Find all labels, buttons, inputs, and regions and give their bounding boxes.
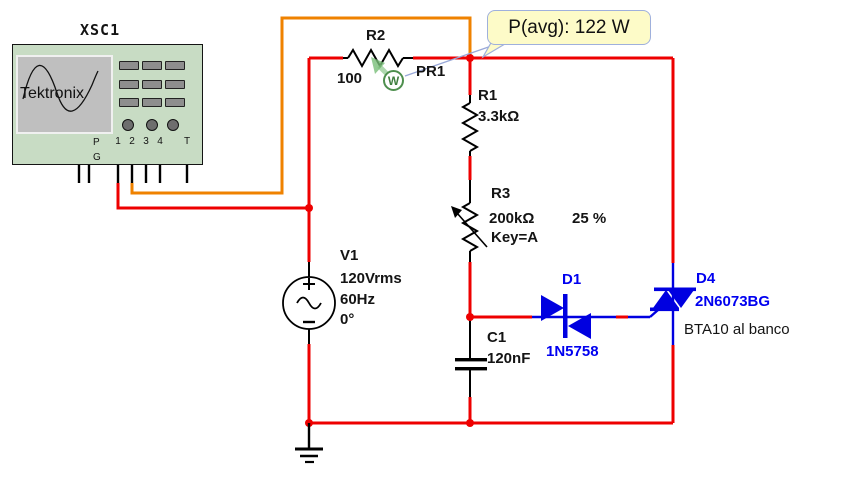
- scope-terminal-label-1: 1: [115, 136, 121, 147]
- scope-knob[interactable]: [167, 119, 179, 131]
- d1-value-label: 1N5758: [546, 343, 599, 360]
- triac-d4[interactable]: [650, 263, 696, 345]
- v1-value-label: 120Vrms: [340, 270, 402, 287]
- ground-symbol[interactable]: [295, 423, 323, 464]
- d1-ref-label: D1: [562, 271, 582, 288]
- r2-value-label: 100: [337, 70, 363, 87]
- d4-note-label: BTA10 al banco: [684, 321, 790, 338]
- scope-button[interactable]: [142, 61, 162, 70]
- r1-ref-label: R1: [478, 87, 498, 104]
- scope-button[interactable]: [119, 61, 139, 70]
- power-probe-unit: W: [387, 73, 400, 88]
- d4-value-label: 2N6073BG: [695, 293, 771, 310]
- r3-key-label: Key=A: [491, 229, 539, 246]
- pr1-ref-label: PR1: [416, 63, 446, 80]
- sine-wave-icon: [22, 64, 99, 112]
- diac-d1[interactable]: [470, 294, 659, 339]
- ac-source-v1[interactable]: [282, 262, 336, 344]
- wire-right-branch[interactable]: [309, 58, 675, 425]
- r1-value-label: 3.3kΩ: [478, 108, 520, 125]
- scope-plug-label-g: G: [93, 152, 101, 163]
- r3-percent-label: 25 %: [572, 210, 607, 227]
- power-probe-pr1[interactable]: W: [383, 70, 404, 91]
- scope-terminal-label-2: 2: [129, 136, 135, 147]
- scope-button[interactable]: [142, 98, 162, 107]
- scope-plug-label-p: P: [93, 137, 100, 148]
- c1-value-label: 120nF: [487, 350, 531, 367]
- capacitor-c1[interactable]: [455, 317, 487, 397]
- scope-brand-label: Tektronix: [20, 85, 85, 102]
- scope-button[interactable]: [119, 98, 139, 107]
- scope-knob[interactable]: [146, 119, 158, 131]
- scope-button[interactable]: [119, 80, 139, 89]
- d4-ref-label: D4: [696, 270, 716, 287]
- wire-scope-ch1[interactable]: [116, 183, 309, 210]
- resistor-r2[interactable]: [343, 47, 413, 69]
- wire-junctions: [305, 54, 474, 427]
- potentiometer-r3[interactable]: [451, 180, 488, 262]
- c1-ref-label: C1: [487, 329, 507, 346]
- r3-ref-label: R3: [491, 185, 511, 202]
- scope-terminal-label-t: T: [183, 136, 191, 147]
- scope-ref-label: XSC1: [80, 21, 121, 39]
- r3-value-label: 200kΩ: [489, 210, 535, 227]
- scope-button[interactable]: [165, 98, 185, 107]
- oscilloscope-screen: Tektronix: [16, 55, 113, 134]
- scope-terminal-label-4: 4: [157, 136, 163, 147]
- oscilloscope-xsc1[interactable]: Tektronix: [12, 44, 203, 165]
- resistor-r1[interactable]: [460, 95, 480, 156]
- v1-ref-label: V1: [340, 247, 359, 264]
- scope-button[interactable]: [165, 61, 185, 70]
- scope-knob[interactable]: [122, 119, 134, 131]
- scope-terminal-label-3: 3: [143, 136, 149, 147]
- scope-button[interactable]: [165, 80, 185, 89]
- measurement-callout-text: P(avg): 122 W: [508, 16, 630, 38]
- v1-phase-label: 0°: [340, 311, 355, 328]
- scope-button[interactable]: [142, 80, 162, 89]
- v1-freq-label: 60Hz: [340, 291, 376, 308]
- measurement-callout[interactable]: P(avg): 122 W: [487, 10, 651, 45]
- r2-ref-label: R2: [366, 27, 386, 44]
- wire-scope-ch2[interactable]: [130, 16, 472, 195]
